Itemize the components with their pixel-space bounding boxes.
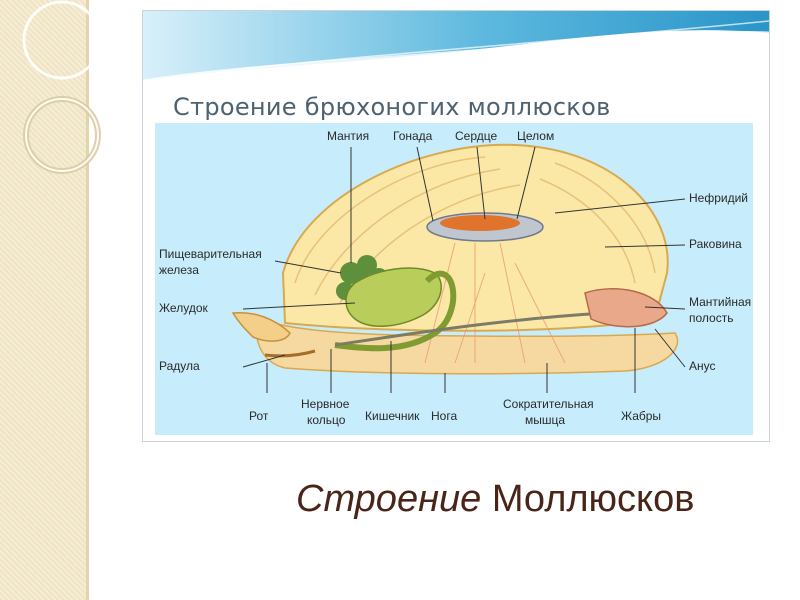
diagram-area: Мантия Гонада Сердце Целом Нефридий Рако… xyxy=(155,123,753,435)
label-coelom: Целом xyxy=(517,129,555,143)
muscle-fibers xyxy=(424,242,566,364)
mollusk-anatomy-illustration xyxy=(231,143,686,393)
left-strip-edge xyxy=(86,0,89,600)
label-mantle: Мантия xyxy=(327,129,370,143)
diagram-title: Строение брюхоногих моллюсков xyxy=(173,93,611,121)
label-nephridium: Нефридий xyxy=(689,191,748,205)
label-gonad: Гонада xyxy=(393,129,433,143)
label-digestive-gland-1: Пищеварительная xyxy=(159,247,262,261)
blue-wave-header xyxy=(143,11,769,83)
caption-regular: Моллюсков xyxy=(491,478,695,520)
label-radula: Радула xyxy=(159,359,200,373)
label-shell: Раковина xyxy=(689,237,742,251)
heart-shape xyxy=(440,215,520,231)
intestine-shape xyxy=(334,270,457,352)
label-mouth: Рот xyxy=(249,409,269,423)
label-mantle-cavity-2: полость xyxy=(689,311,734,325)
caption-italic: Строение xyxy=(296,478,482,520)
radula-shape xyxy=(264,349,316,358)
head-tentacle xyxy=(231,311,291,342)
slide-caption: Строение Моллюсков xyxy=(296,478,694,521)
foot-shape xyxy=(254,316,679,375)
decorative-circles xyxy=(22,0,102,174)
shell-ribs xyxy=(294,156,656,304)
label-gills: Жабры xyxy=(621,409,662,423)
nerve-cord-shape xyxy=(334,311,606,347)
label-nerve-ring-2: кольцо xyxy=(307,413,346,427)
leader-lines xyxy=(242,146,686,393)
diagram-frame: Строение брюхоногих моллюсков xyxy=(142,10,770,442)
label-intestine: Кишечник xyxy=(365,409,420,423)
label-foot: Нога xyxy=(431,409,458,423)
label-anus: Анус xyxy=(689,359,716,373)
stomach-shape xyxy=(345,267,442,327)
label-nerve-ring-1: Нервное xyxy=(301,397,350,411)
label-stomach: Желудок xyxy=(159,301,208,315)
label-muscle-2: мышца xyxy=(525,413,566,427)
label-mantle-cavity-1: Мантийная xyxy=(689,295,752,309)
label-heart: Сердце xyxy=(455,129,498,143)
label-muscle-1: Сократительная xyxy=(503,397,594,411)
label-digestive-gland-2: железа xyxy=(159,263,199,277)
gills-shape xyxy=(584,288,668,328)
